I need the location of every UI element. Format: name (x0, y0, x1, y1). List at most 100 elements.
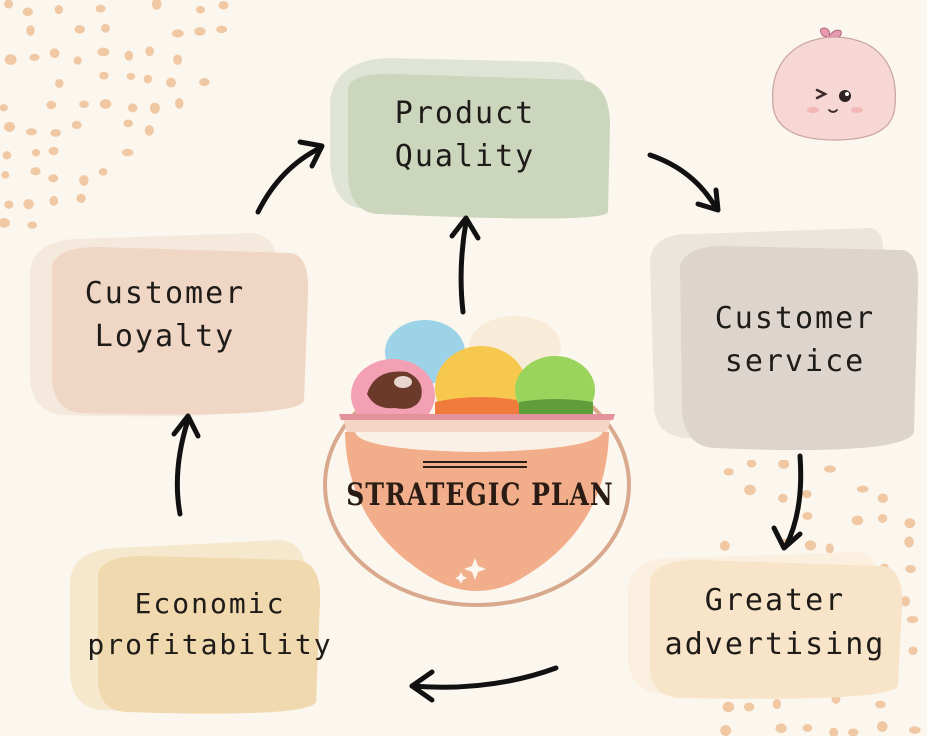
node-customer-loyalty-line-2: Loyalty (94, 319, 236, 354)
decor-dot (851, 515, 864, 526)
decor-dot (101, 23, 110, 33)
decor-dot (4, 121, 16, 132)
decor-dot (124, 50, 134, 61)
decor-dot (49, 48, 60, 59)
decor-dot (145, 46, 154, 57)
arrow-customer-loyalty-to-product-quality (255, 145, 323, 215)
decor-dot (26, 25, 35, 36)
product-quality-blob (330, 58, 610, 219)
node-economic-profitability-line-2: profitability (87, 628, 333, 661)
node-customer-service-line-2: service (724, 344, 866, 379)
decor-dot (121, 148, 134, 157)
node-customer-loyalty: Customer Loyalty (45, 255, 285, 375)
node-product-quality-line-1: Product (394, 95, 536, 131)
decor-dot (744, 484, 756, 496)
decor-dot (173, 54, 183, 65)
decor-dot (195, 5, 206, 14)
decor-dot (900, 596, 911, 607)
decor-dot (123, 119, 133, 128)
decor-dot (171, 29, 184, 38)
decor-dot (22, 7, 33, 17)
customer-loyalty-blob (30, 233, 309, 417)
decor-dot (905, 564, 916, 574)
decor-dot (216, 25, 228, 34)
decor-dot (772, 698, 782, 710)
decor-dot (127, 103, 138, 113)
arrow-center-to-product-quality (458, 219, 469, 315)
decor-dot (54, 5, 63, 15)
decor-dot (74, 25, 85, 34)
arrow-greater-advertising-to-economic-profitability (409, 665, 559, 690)
decor-dot (29, 53, 40, 61)
decor-dot (25, 128, 37, 136)
decor-dot (877, 493, 889, 503)
node-greater-advertising-line-1: Greater (704, 583, 846, 618)
decor-dot (857, 485, 869, 493)
decor-dot (904, 536, 914, 548)
mascot-icon (771, 27, 897, 141)
decor-dot (802, 512, 813, 521)
node-product-quality-line-2: Quality (394, 139, 536, 174)
arrow-economic-profitability-to-customer-loyalty (174, 417, 191, 517)
decor-dot (151, 0, 162, 10)
decor-dot (801, 490, 812, 499)
decor-dot (71, 120, 82, 130)
decor-dot (824, 465, 836, 473)
decor-dot (194, 26, 206, 36)
decor-dot (4, 0, 14, 9)
decor-dot (199, 78, 210, 87)
decor-dot (31, 148, 41, 157)
decor-dot (720, 725, 732, 736)
decor-dot (825, 543, 834, 554)
decor-dot (723, 468, 734, 476)
node-customer-service-line-1: Customer (714, 300, 876, 336)
decor-dot (99, 99, 112, 109)
decor-dot (97, 47, 110, 57)
decor-dot (743, 702, 755, 712)
decor-dot (49, 195, 59, 206)
greater-advertising-blob (628, 552, 903, 699)
center-title: STRATEGIC PLAN (346, 476, 614, 513)
decor-dot (143, 74, 153, 84)
decor-dot (746, 460, 757, 468)
decor-dot (76, 193, 86, 203)
decor-dot (720, 540, 730, 551)
decor-dot (4, 200, 14, 209)
decor-dot (0, 217, 10, 228)
decor-dot (50, 129, 61, 137)
node-economic-profitability: Economic profitability (87, 565, 330, 685)
decor-dot (722, 701, 735, 713)
decor-dot (23, 199, 34, 210)
customer-service-blob (650, 228, 919, 450)
decor-dot (2, 151, 12, 160)
decor-dot (908, 646, 918, 656)
strategic-plan-bowl-illustration (323, 316, 631, 607)
decor-dot (48, 146, 59, 156)
decor-dot (48, 174, 59, 183)
decor-dot (908, 726, 921, 734)
decor-dot (218, 1, 229, 10)
decor-dot (98, 168, 108, 176)
decor-dot (876, 721, 888, 732)
decor-dot (95, 4, 106, 13)
decor-dot (46, 100, 57, 110)
node-greater-advertising-line-2: advertising (664, 626, 886, 662)
decor-dot (55, 78, 64, 88)
decor-dot (848, 728, 859, 736)
decor-dot (804, 540, 817, 551)
decor-dot (166, 77, 176, 88)
arrow-customer-service-to-greater-advertising (783, 453, 804, 549)
dot-pattern-top-left (0, 0, 229, 229)
decor-dot (829, 727, 839, 736)
decor-dot (30, 167, 41, 176)
decor-dot (904, 518, 916, 529)
decor-dot (27, 221, 38, 229)
decor-dot (79, 175, 89, 186)
decor-dot (1, 171, 10, 179)
decor-dot (777, 493, 788, 503)
decor-dot (79, 100, 89, 109)
decor-dot (149, 102, 160, 114)
node-economic-profitability-line-1: Economic (134, 587, 286, 621)
